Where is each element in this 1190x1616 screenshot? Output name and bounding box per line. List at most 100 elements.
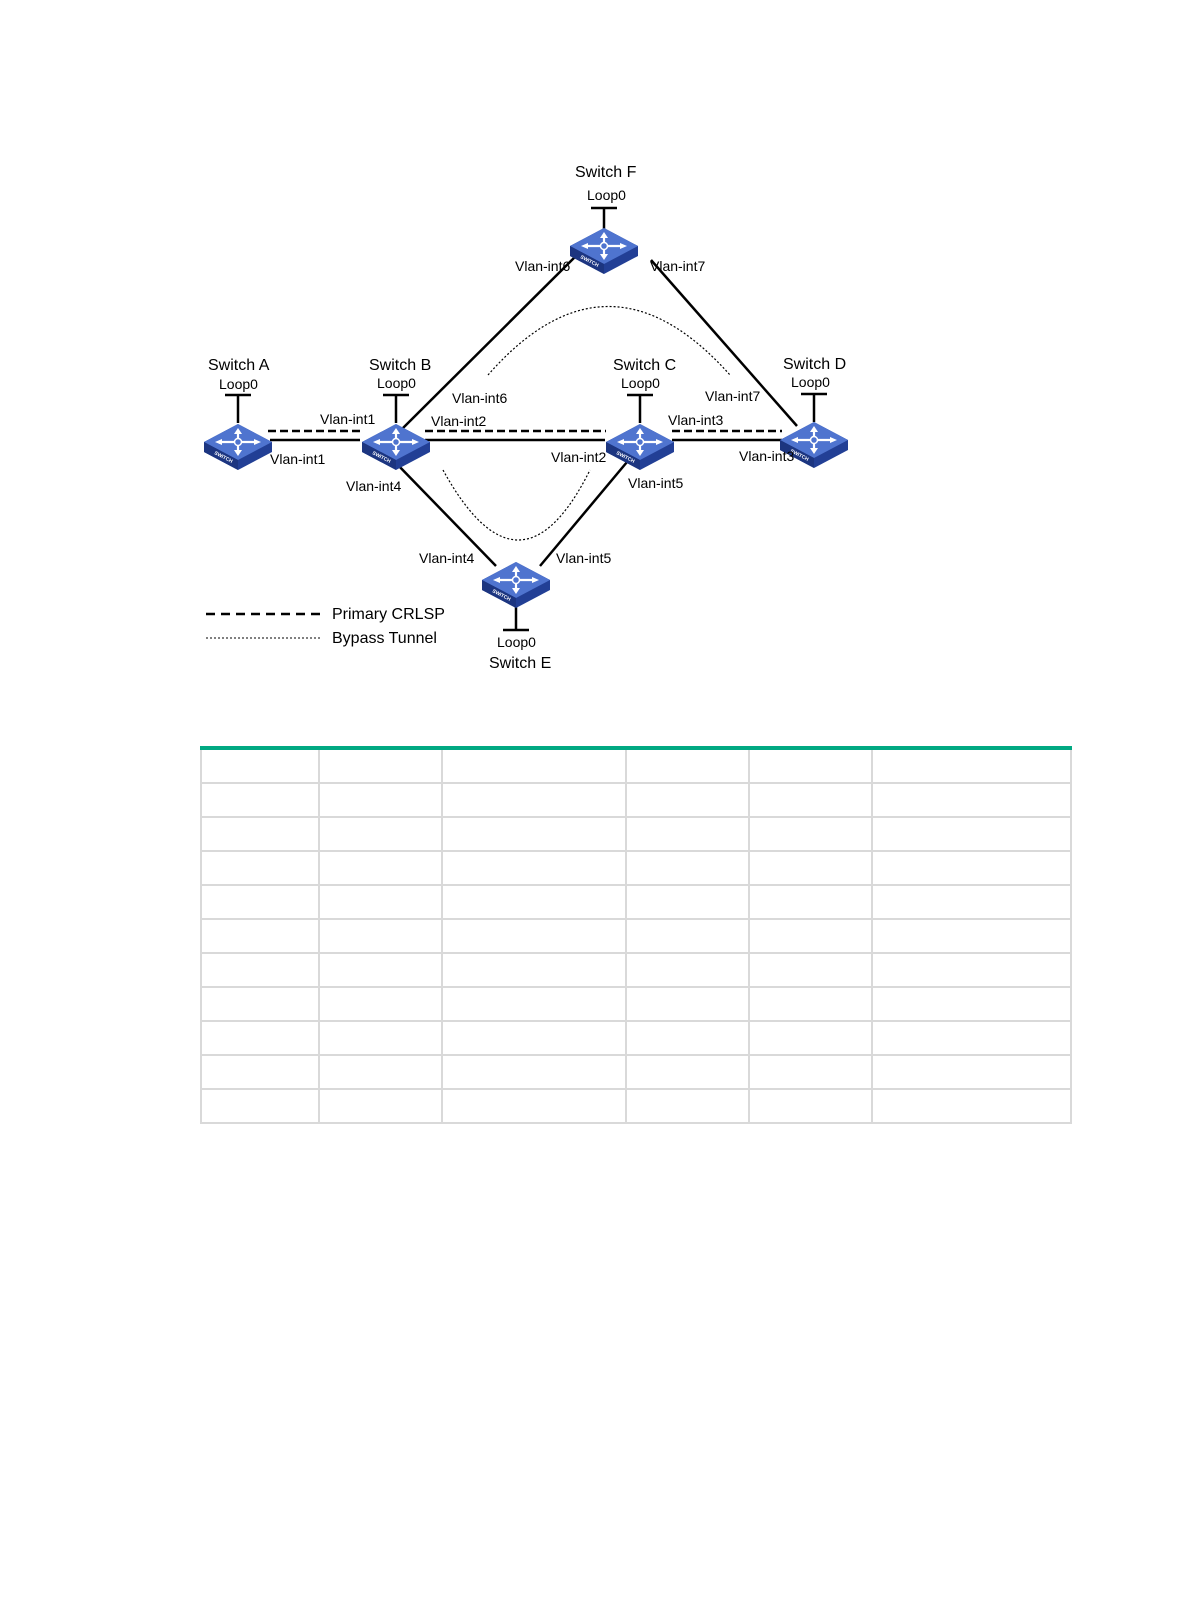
table-cell: [441, 1088, 627, 1124]
legend: Primary CRLSP Bypass Tunnel: [206, 606, 445, 647]
switch-d-loop: Loop0: [791, 374, 830, 390]
table-cell: [871, 918, 1072, 954]
switch-e-name: Switch E: [489, 655, 551, 672]
table-cell: [441, 918, 627, 954]
table-cell: [318, 918, 443, 954]
table-cell: [871, 884, 1072, 920]
table-cell: [625, 918, 750, 954]
table-cell: [441, 1054, 627, 1090]
table-cell: [871, 782, 1072, 818]
table-cell: [318, 1020, 443, 1056]
table-row: [200, 952, 1072, 988]
label-f-vlan7: Vlan-int7: [650, 258, 705, 274]
label-b-vlan6: Vlan-int6: [452, 390, 507, 406]
label-a-vlan1: Vlan-int1: [270, 451, 325, 467]
table-cell: [441, 850, 627, 886]
bypass-tunnels: [442, 306, 731, 541]
table-cell: [625, 782, 750, 818]
switch-c-loop: Loop0: [621, 375, 660, 391]
label-c-vlan2: Vlan-int2: [551, 449, 606, 465]
network-diagram: SWITCH SWITCH SWITCH SWITCH SWITCH SWITC…: [202, 164, 850, 672]
link-b-e: [394, 461, 497, 567]
table-cell: [200, 1020, 320, 1056]
bypass-tunnel-upper: [487, 306, 731, 376]
label-d-vlan7: Vlan-int7: [705, 388, 760, 404]
switch-e-loop: Loop0: [497, 634, 536, 650]
bypass-tunnel-lower: [442, 469, 591, 541]
table-cell: [871, 986, 1072, 1022]
table-cell: [625, 1020, 750, 1056]
table-cell: [441, 1020, 627, 1056]
table-cell: [748, 1088, 873, 1124]
table-cell: [318, 816, 443, 852]
table-cell: [318, 850, 443, 886]
table-cell: [441, 816, 627, 852]
table-cell: [318, 747, 443, 784]
table-row: [200, 1054, 1072, 1090]
label-c-vlan5: Vlan-int5: [628, 475, 683, 491]
table-cell: [871, 952, 1072, 988]
table-cell: [200, 952, 320, 988]
table-cell: [200, 884, 320, 920]
table-cell: [318, 1054, 443, 1090]
table-cell: [200, 1088, 320, 1124]
table-cell: [200, 1054, 320, 1090]
table-cell: [200, 747, 320, 784]
table-cell: [748, 986, 873, 1022]
table-cell: [748, 884, 873, 920]
table-cell: [318, 884, 443, 920]
switch-f-name: Switch F: [575, 164, 637, 181]
table-cell: [748, 1020, 873, 1056]
link-c-e: [539, 461, 628, 567]
table-cell: [318, 1088, 443, 1124]
table-row: [200, 816, 1072, 852]
table-cell: [200, 816, 320, 852]
table-cell: [748, 747, 873, 784]
label-e-vlan5: Vlan-int5: [556, 550, 611, 566]
table-cell: [871, 1054, 1072, 1090]
switch-a-loop: Loop0: [219, 376, 258, 392]
table-cell: [625, 1088, 750, 1124]
table-cell: [200, 986, 320, 1022]
table-row: [200, 1020, 1072, 1056]
table-cell: [441, 782, 627, 818]
table-row: [200, 918, 1072, 954]
table-cell: [441, 952, 627, 988]
label-b-vlan1-top: Vlan-int1: [320, 411, 375, 427]
link-b-f: [402, 244, 588, 429]
switch-a-name: Switch A: [208, 357, 270, 374]
label-e-vlan4: Vlan-int4: [419, 550, 474, 566]
table-row: [200, 747, 1072, 784]
table-cell: [441, 747, 627, 784]
table-cell: [748, 1054, 873, 1090]
switch-b-icon: SWITCH: [360, 422, 432, 472]
table-row: [200, 1088, 1072, 1124]
table-body: [200, 747, 1072, 1124]
table-cell: [625, 986, 750, 1022]
table-row: [200, 986, 1072, 1022]
switch-e-icon: SWITCH: [480, 560, 552, 610]
table-cell: [871, 1020, 1072, 1056]
table-cell: [625, 816, 750, 852]
table-cell: [748, 816, 873, 852]
table-cell: [748, 850, 873, 886]
table-row: [200, 850, 1072, 886]
label-b-vlan4: Vlan-int4: [346, 478, 401, 494]
switch-c-icon: SWITCH: [604, 422, 676, 472]
table-cell: [871, 816, 1072, 852]
link-f-d: [650, 259, 798, 427]
table-cell: [625, 952, 750, 988]
switch-b-loop: Loop0: [377, 375, 416, 391]
switch-f-loop: Loop0: [587, 187, 626, 203]
table-cell: [625, 884, 750, 920]
table-cell: [318, 986, 443, 1022]
table-row: [200, 884, 1072, 920]
physical-links: [225, 206, 827, 632]
table-row: [200, 782, 1072, 818]
table-cell: [200, 850, 320, 886]
table-cell: [200, 918, 320, 954]
table-cell: [871, 747, 1072, 784]
switch-d-name: Switch D: [783, 356, 846, 373]
legend-bypass-label: Bypass Tunnel: [332, 630, 437, 647]
table-cell: [318, 952, 443, 988]
